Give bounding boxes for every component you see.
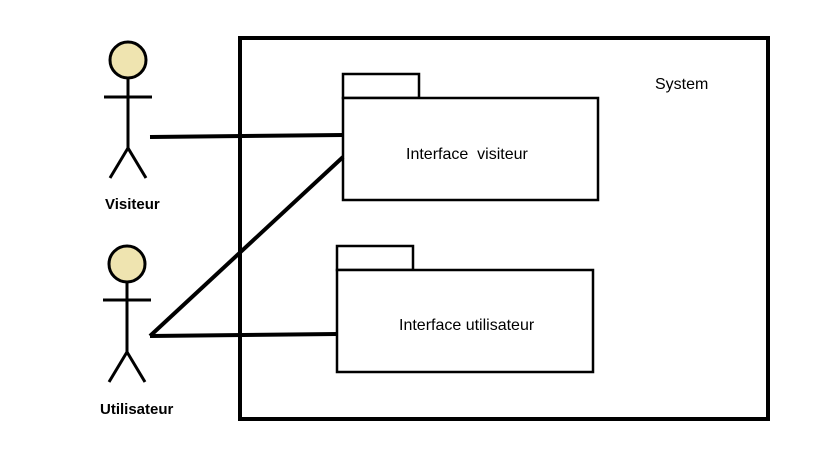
actor-label-utilisateur: Utilisateur <box>100 401 174 418</box>
package-label-interface-utilisateur: Interface utilisateur <box>399 317 535 334</box>
actor-head <box>107 244 147 284</box>
actor-right-leg <box>125 351 147 383</box>
association-utilisateur-interface-utilisateur <box>149 332 338 338</box>
actor-label-visiteur: Visiteur <box>105 196 160 213</box>
system-boundary <box>238 36 770 421</box>
actor-left-leg <box>108 147 130 179</box>
actor-right-leg <box>126 147 148 179</box>
package-tab <box>335 244 415 272</box>
package-body <box>341 96 600 202</box>
actor-visiteur: Visiteur <box>104 40 160 213</box>
association-utilisateur-interface-visiteur <box>148 155 345 338</box>
actor-utilisateur: Utilisateur <box>100 244 174 418</box>
actor-head <box>108 40 148 80</box>
package-body <box>335 268 595 374</box>
package-interface-visiteur: Interface visiteur <box>341 72 600 202</box>
association-visiteur-interface-visiteur <box>149 133 344 139</box>
package-label-interface-visiteur: Interface visiteur <box>406 146 529 163</box>
system-label: System <box>655 76 708 93</box>
actor-left-leg <box>107 351 129 383</box>
package-tab <box>341 72 421 100</box>
package-interface-utilisateur: Interface utilisateur <box>335 244 595 374</box>
